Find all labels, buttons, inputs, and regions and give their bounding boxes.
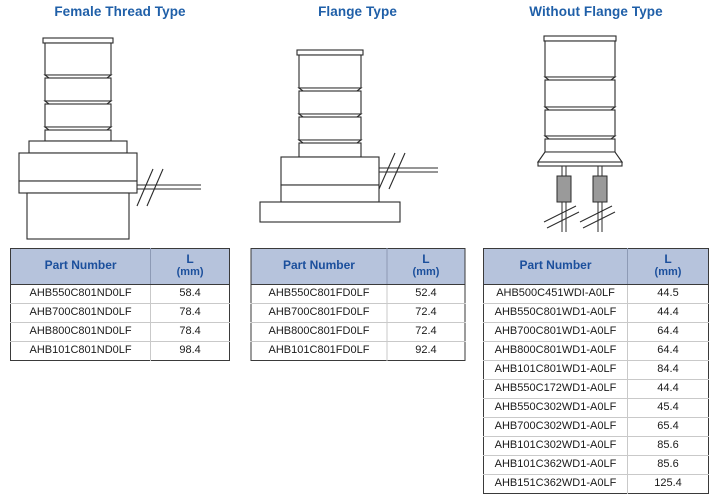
panel-title-without-flange: Without Flange Type (529, 4, 663, 19)
cell-part-number: AHB700C801ND0LF (10, 302, 152, 323)
length-unit: (mm) (176, 266, 204, 279)
cell-part-number: AHB700C801WD1-A0LF (483, 321, 628, 342)
panel-title-flange: Flange Type (318, 4, 397, 19)
without-flange-type-capacitor-drawing (480, 28, 712, 240)
cell-part-number: AHB101C302WD1-A0LF (483, 435, 628, 456)
table-header-row: Part Number L (mm) (10, 248, 230, 285)
table-row: AHB700C302WD1-A0LF 65.4 (483, 416, 709, 437)
table-header-row: Part Number L (mm) (483, 248, 709, 285)
length-symbol: L (422, 252, 430, 266)
cell-length: 92.4 (387, 340, 465, 361)
cell-length: 64.4 (627, 321, 709, 342)
table-row: AHB500C451WDI-A0LF 44.5 (483, 284, 709, 304)
table-row: AHB550C302WD1-A0LF 45.4 (483, 397, 709, 418)
table-row: AHB800C801ND0LF 78.4 (10, 321, 230, 342)
cell-length: 72.4 (387, 321, 465, 342)
cell-length: 44.4 (627, 378, 709, 399)
cell-length: 64.4 (627, 340, 709, 361)
product-panel-flange: Flange Type (245, 0, 470, 488)
table-row: AHB550C801FD0LF 52.4 (250, 284, 465, 304)
cell-length: 84.4 (627, 359, 709, 380)
length-symbol: L (186, 252, 194, 266)
column-header-part-number: Part Number (10, 248, 152, 285)
cell-length: 45.4 (627, 397, 709, 418)
table-row: AHB800C801FD0LF 72.4 (250, 321, 465, 342)
cell-length: 78.4 (150, 302, 230, 323)
cell-part-number: AHB800C801ND0LF (10, 321, 152, 342)
table-row: AHB101C801ND0LF 98.4 (10, 340, 230, 361)
product-panel-without-flange: Without Flange Type (480, 0, 712, 494)
cell-part-number: AHB550C302WD1-A0LF (483, 397, 628, 418)
cell-length: 85.6 (627, 435, 709, 456)
table-row: AHB101C302WD1-A0LF 85.6 (483, 435, 709, 456)
cell-part-number: AHB550C801WD1-A0LF (483, 302, 628, 323)
table-row: AHB700C801FD0LF 72.4 (250, 302, 465, 323)
length-unit: (mm) (654, 266, 682, 279)
table-row: AHB800C801WD1-A0LF 64.4 (483, 340, 709, 361)
cell-part-number: AHB700C302WD1-A0LF (483, 416, 628, 437)
table-row: AHB550C801ND0LF 58.4 (10, 284, 230, 304)
product-panel-female-thread: Female Thread Type (0, 0, 240, 488)
cell-length: 44.4 (627, 302, 709, 323)
cell-part-number: AHB500C451WDI-A0LF (483, 284, 628, 304)
cell-length: 125.4 (627, 473, 709, 494)
cell-part-number: AHB101C801FD0LF (250, 340, 388, 361)
table-row: AHB151C362WD1-A0LF 125.4 (483, 473, 709, 494)
cell-length: 65.4 (627, 416, 709, 437)
cell-length: 98.4 (150, 340, 230, 361)
cell-part-number: AHB550C172WD1-A0LF (483, 378, 628, 399)
length-symbol: L (664, 252, 672, 266)
column-header-part-number: Part Number (250, 248, 388, 285)
cell-part-number: AHB800C801FD0LF (250, 321, 388, 342)
column-header-length: L (mm) (627, 248, 709, 285)
cell-part-number: AHB101C801ND0LF (10, 340, 152, 361)
cell-part-number: AHB101C362WD1-A0LF (483, 454, 628, 475)
table-row: AHB101C801FD0LF 92.4 (250, 340, 465, 361)
table-header-row: Part Number L (mm) (250, 248, 465, 285)
flange-type-capacitor-drawing (245, 28, 470, 240)
table-row: AHB101C801WD1-A0LF 84.4 (483, 359, 709, 380)
cell-part-number: AHB800C801WD1-A0LF (483, 340, 628, 361)
cell-part-number: AHB151C362WD1-A0LF (483, 473, 628, 494)
table-row: AHB550C801WD1-A0LF 44.4 (483, 302, 709, 323)
column-header-length: L (mm) (387, 248, 465, 285)
cell-length: 85.6 (627, 454, 709, 475)
column-header-part-number: Part Number (483, 248, 628, 285)
spec-table-flange: Part Number L (mm) AHB550C801FD0LF 52.4 … (250, 248, 465, 361)
cell-length: 52.4 (415, 287, 437, 300)
panel-title-female-thread: Female Thread Type (54, 4, 186, 19)
column-header-length: L (mm) (150, 248, 230, 285)
cell-part-number: AHB550C801FD0LF (250, 284, 388, 304)
spec-table-without-flange: Part Number L (mm) AHB500C451WDI-A0LF 44… (483, 248, 709, 494)
cell-length: 72.4 (387, 302, 465, 323)
table-row: AHB700C801WD1-A0LF 64.4 (483, 321, 709, 342)
cell-part-number: AHB101C801WD1-A0LF (483, 359, 628, 380)
cell-length: 78.4 (150, 321, 230, 342)
table-row: AHB550C172WD1-A0LF 44.4 (483, 378, 709, 399)
spec-table-female-thread: Part Number L (mm) AHB550C801ND0LF 58.4 … (10, 248, 230, 361)
cell-length: 58.4 (179, 287, 201, 300)
cell-part-number: AHB700C801FD0LF (250, 302, 388, 323)
cell-length: 44.5 (657, 287, 679, 300)
cell-part-number: AHB550C801ND0LF (10, 284, 152, 304)
table-row: AHB700C801ND0LF 78.4 (10, 302, 230, 323)
length-unit: (mm) (412, 266, 440, 279)
table-row: AHB101C362WD1-A0LF 85.6 (483, 454, 709, 475)
female-thread-capacitor-drawing (0, 28, 240, 240)
